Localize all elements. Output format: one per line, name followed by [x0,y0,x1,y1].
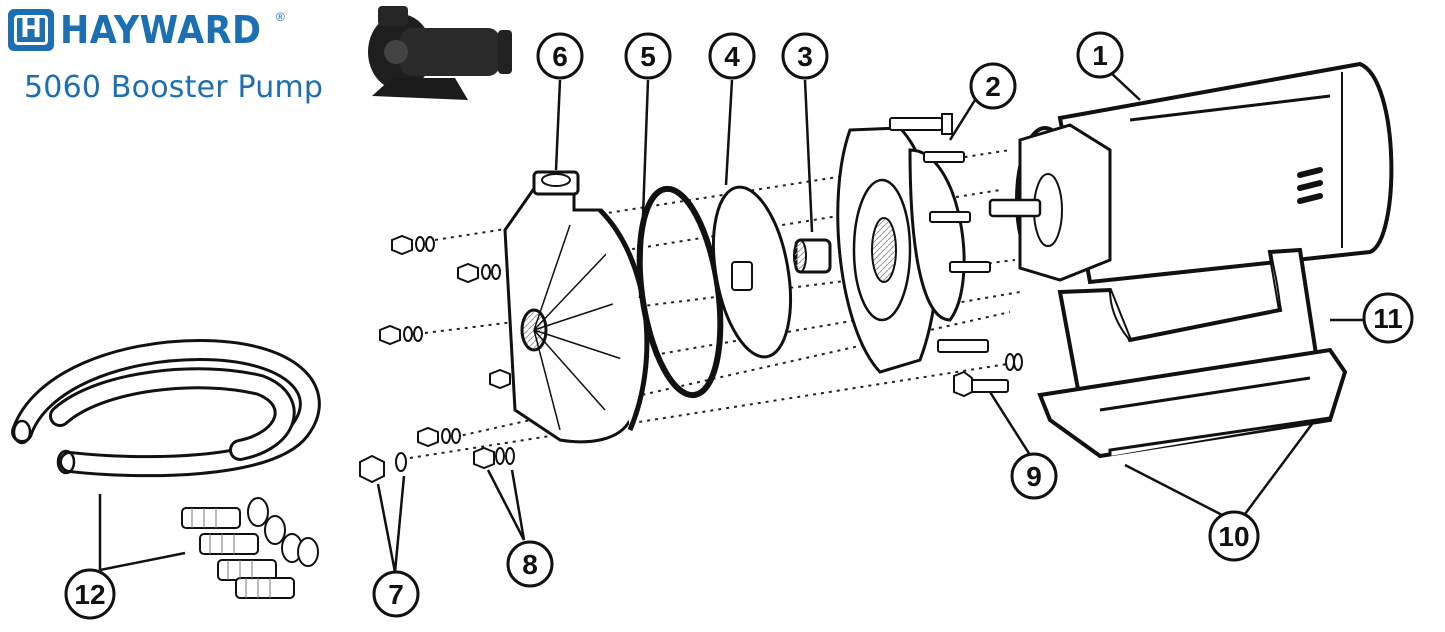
motor-illustration [988,61,1394,285]
product-title: 5060 Booster Pump [24,70,324,105]
callout-1: 1 [1076,31,1124,79]
callout-7: 7 [372,570,420,618]
shaft-seal-illustration [793,238,832,274]
hose-illustration [11,338,321,478]
callout-11: 11 [1362,292,1414,344]
pump-housing-illustration [503,170,650,444]
callout-10-label: 10 [1218,521,1249,552]
hayward-logo-icon [8,9,54,51]
callout-6-label: 6 [552,41,568,72]
callout-12: 12 [64,568,116,620]
impeller-illustration [712,185,792,359]
callout-8: 8 [506,540,554,588]
callout-markers: 1 2 3 4 5 6 7 [64,31,1414,620]
callout-2-label: 2 [985,71,1001,102]
registered-mark: ® [276,10,285,24]
brand-name: HAYWARD [60,8,262,52]
callout-3: 3 [781,32,829,80]
leader-lines [98,71,1364,573]
callout-5: 5 [624,32,672,80]
callout-4-label: 4 [724,41,740,72]
callout-12-label: 12 [74,579,105,610]
callout-9: 9 [1010,452,1058,500]
callout-9-label: 9 [1026,461,1042,492]
callout-8-label: 8 [522,549,538,580]
callout-7-label: 7 [388,579,404,610]
callout-11-label: 11 [1373,303,1403,334]
motor-bolt-washers [1005,353,1023,371]
base-foot-illustration [1037,347,1348,459]
callout-1-label: 1 [1092,40,1108,71]
callout-4: 4 [708,32,756,80]
callout-6: 6 [536,32,584,80]
seal-plate-illustration [836,113,1009,398]
hose-fittings [181,497,319,599]
callout-5-label: 5 [640,41,656,72]
callout-3-label: 3 [797,41,813,72]
callout-10: 10 [1208,510,1260,562]
brand-header: HAYWARD ® [8,8,285,52]
pump-photo-icon [368,6,512,100]
callout-2: 2 [969,62,1017,110]
nut-washer-illustration [473,446,515,470]
